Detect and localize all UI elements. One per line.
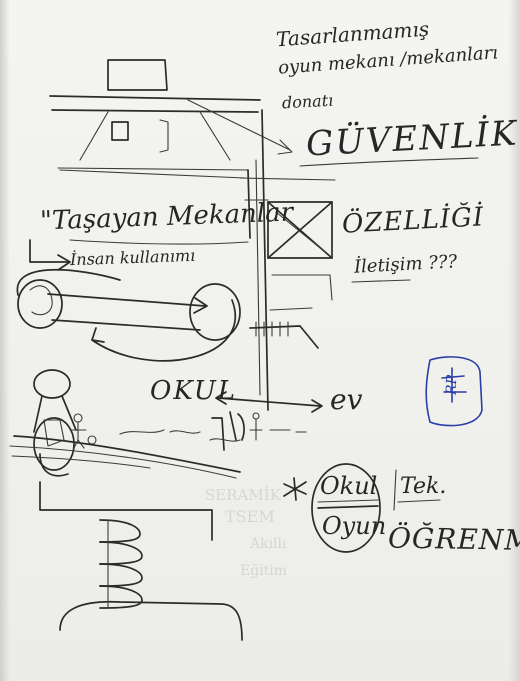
show-through-text: SERAMİK TSEM Akıllı Eğitim (205, 486, 287, 579)
circles-diagram (16, 268, 241, 362)
blue-mark-box (425, 356, 483, 427)
street-scene-sketch (9, 369, 307, 479)
svg-text:TSEM: TSEM (225, 507, 275, 526)
central-structure (59, 109, 336, 411)
ev-label: ev (330, 383, 363, 416)
svg-text:Akıllı: Akıllı (249, 536, 287, 552)
underlines (69, 157, 479, 503)
indent-arrow (29, 239, 71, 271)
title-line-3: donatı (281, 90, 334, 113)
paper-edge-right (508, 0, 520, 681)
ogrenme-label: ÖĞRENME. (387, 521, 520, 558)
okul-oyun-circle (283, 463, 397, 553)
okul-ev-arrow (215, 391, 323, 413)
tek-label: Tek. (400, 474, 447, 499)
svg-text:Eğitim: Eğitim (240, 563, 287, 579)
canopy-sketch (49, 59, 293, 171)
okul-label: OKUL (150, 376, 237, 406)
insan-kullanimi-label: İnsan kullanımı (69, 245, 196, 270)
spring-sketch (39, 481, 243, 641)
guvenlik-label: GÜVENLİK (305, 113, 520, 165)
paper-edge-left (0, 0, 10, 681)
blue-mark-label: RP (443, 374, 461, 396)
ozelligi-label: ÖZELLİĞİ (341, 202, 485, 240)
oyun-circled-label: Oyun (322, 512, 387, 540)
svg-text:SERAMİK: SERAMİK (205, 486, 282, 504)
okul-circled-label: Okul (320, 472, 378, 500)
